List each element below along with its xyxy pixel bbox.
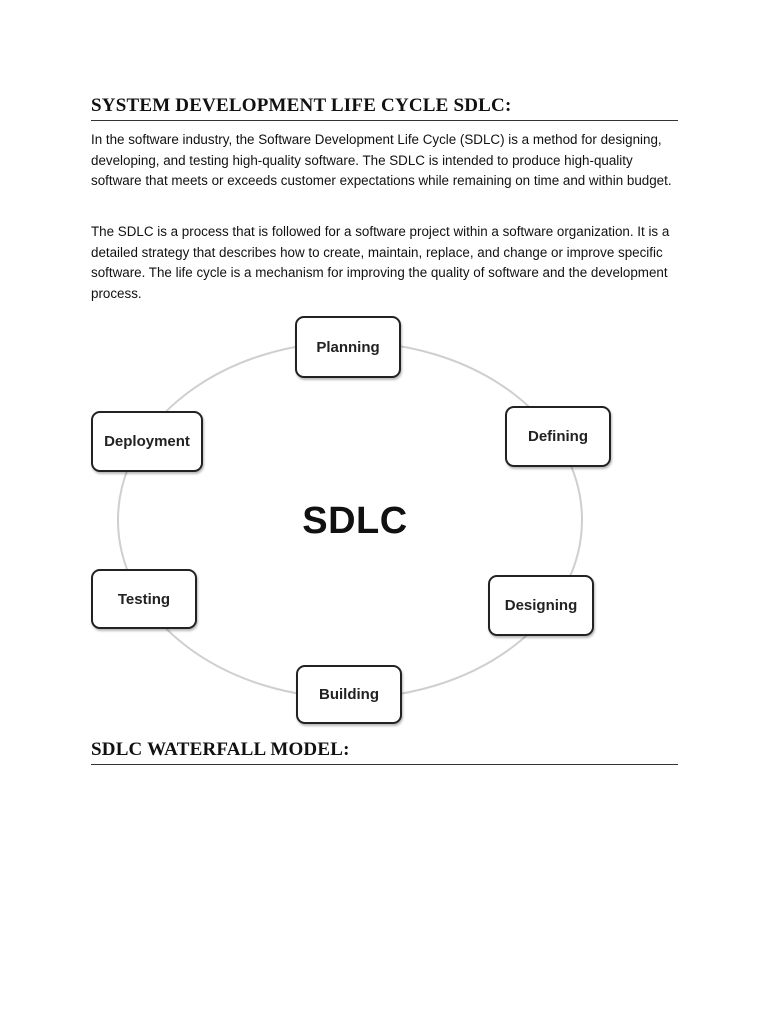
diagram-center-label: SDLC — [302, 500, 408, 542]
phase-deployment: Deployment — [91, 411, 203, 472]
phase-defining: Defining — [505, 406, 611, 467]
phase-building: Building — [296, 665, 402, 724]
phase-testing: Testing — [91, 569, 197, 629]
section-heading: SDLC WATERFALL MODEL: — [91, 739, 678, 765]
paragraph: In the software industry, the Software D… — [91, 132, 672, 189]
section-heading: SYSTEM DEVELOPMENT LIFE CYCLE SDLC: — [91, 95, 678, 121]
phase-planning: Planning — [295, 316, 401, 378]
phase-designing: Designing — [488, 575, 594, 636]
paragraph: The SDLC is a process that is followed f… — [91, 224, 670, 302]
